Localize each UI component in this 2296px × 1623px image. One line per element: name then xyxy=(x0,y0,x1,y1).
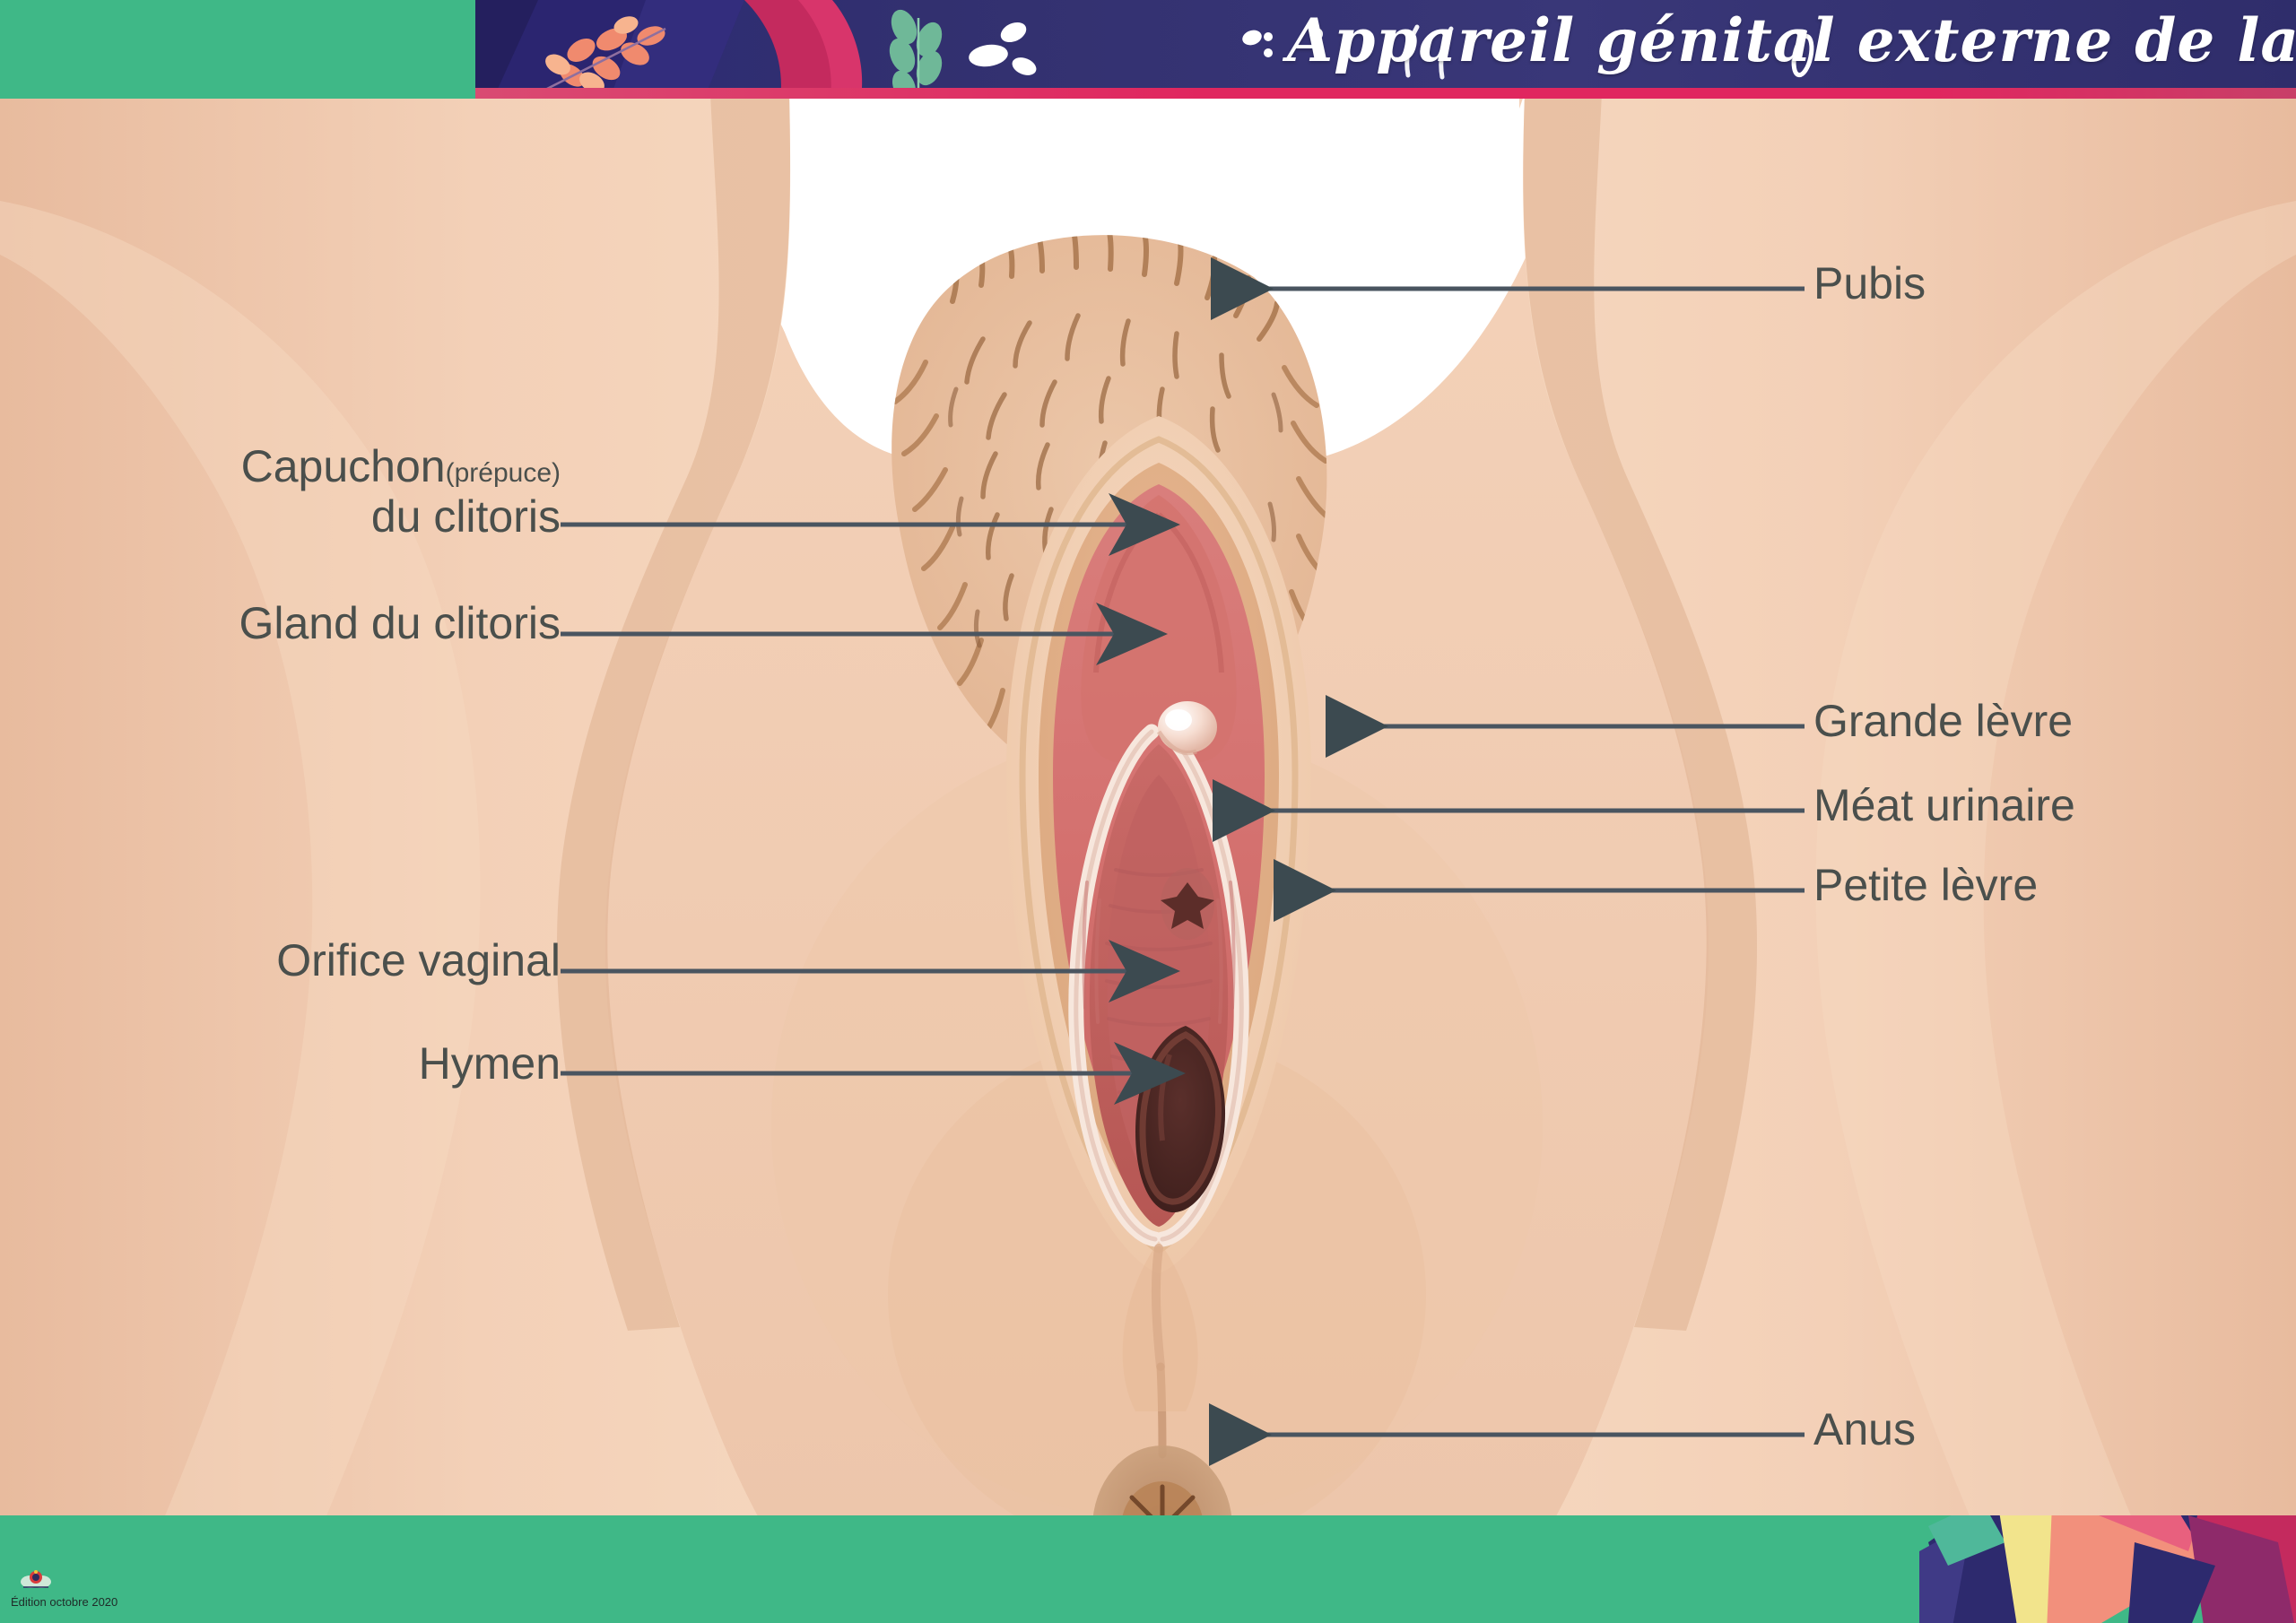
footer-bar xyxy=(0,1515,2296,1623)
perineum-triangle xyxy=(1122,1241,1198,1411)
header-accent-stripe xyxy=(475,88,2296,99)
label-grande-levre: Grande lèvre xyxy=(1813,696,2073,746)
minora-striations xyxy=(1082,881,1236,1024)
footer-decoration-graphics xyxy=(1919,1515,2296,1623)
right-thigh-shadow xyxy=(1523,93,1757,1331)
label-meat-urinaire: Méat urinaire xyxy=(1813,780,2075,830)
right-thigh-highlight xyxy=(1815,201,2296,1524)
label-pubis: Pubis xyxy=(1813,258,1926,308)
label-petite-levre: Petite lèvre xyxy=(1813,860,2038,910)
glans-clitoris-shadow xyxy=(1156,730,1197,756)
two-dot-bullet-icon xyxy=(1240,27,1278,61)
label-gland-text: Gland du clitoris xyxy=(239,598,561,648)
left-thigh-shadow xyxy=(557,93,790,1331)
label-anus-text: Anus xyxy=(1813,1404,1916,1454)
labia-minora-left-shade xyxy=(1074,729,1158,1242)
labia-minora-right-shade xyxy=(1160,729,1244,1242)
edition-label: Édition octobre 2020 xyxy=(11,1595,118,1609)
header-bar: Appareil génital externe de la femme xyxy=(0,0,2296,99)
header-banner: Appareil génital externe de la femme xyxy=(475,0,2296,99)
anatomy-svg xyxy=(0,93,2296,1524)
posterior-fourchette xyxy=(1151,1244,1165,1371)
label-orifice-vaginal: Orifice vaginal xyxy=(276,935,561,985)
label-grande-levre-text: Grande lèvre xyxy=(1813,696,2074,746)
glans-clitoris-highlight xyxy=(1165,709,1192,731)
label-capuchon-line2: du clitoris xyxy=(370,491,561,542)
label-orifice-vaginal-text: Orifice vaginal xyxy=(276,935,561,985)
urethral-meatus xyxy=(1161,882,1214,929)
label-petite-levre-text: Petite lèvre xyxy=(1813,860,2039,910)
publisher-logo-icon xyxy=(21,1570,51,1588)
left-thigh-highlight xyxy=(0,201,481,1524)
label-capuchon-sub: (prépuce) xyxy=(445,458,561,488)
label-meat-urinaire-text: Méat urinaire xyxy=(1813,780,2075,830)
label-gland-clitoris: Gland du clitoris xyxy=(239,598,561,648)
label-pubis-text: Pubis xyxy=(1813,258,1926,308)
label-hymen-text: Hymen xyxy=(418,1038,561,1089)
page-title: Appareil génital externe de la femme xyxy=(1287,5,2296,75)
anatomy-illustration xyxy=(0,93,2296,1524)
label-hymen: Hymen xyxy=(419,1038,561,1089)
label-capuchon-clitoris: Capuchon(prépuce) du clitoris xyxy=(241,441,561,542)
label-capuchon-text: Capuchon xyxy=(240,441,446,491)
label-anus: Anus xyxy=(1813,1404,1916,1454)
